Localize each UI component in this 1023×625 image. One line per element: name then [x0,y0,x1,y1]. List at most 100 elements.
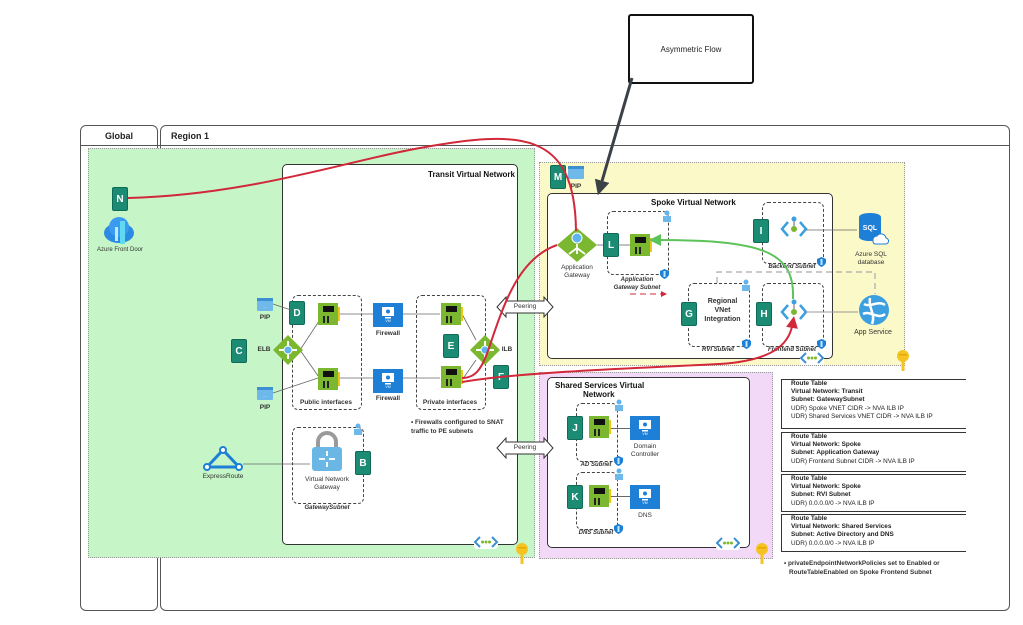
private-endpoint-icon-frontend[interactable] [780,299,808,325]
domain-controller-label-line2: Controller [630,451,660,458]
peering-label-top: Peering [513,303,537,310]
pip-label-bottom: PIP [259,404,271,411]
badge-m: M [550,165,566,189]
badge-i: I [753,219,769,243]
rt-vnet: Virtual Network: Spoke [791,441,861,449]
nsg-shield-icon-backend [817,257,826,267]
rt-udr: UDR) 0.0.0.0/0 -> NVA ILB IP [791,539,875,547]
nsg-shield-icon-dns [614,524,623,534]
vng-label-line2: Gateway [314,484,340,491]
badge-n: N [112,187,128,211]
badge-c: C [231,339,247,363]
badge-d: D [289,301,305,325]
rvi-text-line2: VNet [714,307,731,314]
rt-vnet: Virtual Network: Shared Services [791,523,892,531]
badge-h: H [756,302,772,326]
azure-sql-label-line1: Azure SQL [855,251,887,258]
vm-tag: VM [642,432,648,436]
domain-controller-vm-icon[interactable]: VM [630,416,660,440]
ilb-load-balancer-icon[interactable] [470,335,500,365]
nsg-shield-icon-frontend [817,339,826,349]
nic-icon-appgw [630,234,652,256]
virtual-network-icon-spoke [799,351,825,365]
rvi-text-line1: Regional [707,298,738,305]
peering-arrow-bottom [496,436,554,460]
rt-title: Route Table [791,515,828,522]
callout-text: Asymmetric Flow [660,44,722,54]
dns-vm-icon[interactable]: VM [630,485,660,509]
route-table-icon-dns [615,468,623,480]
policy-note: • privateEndpointNetworkPolicies set to … [784,560,984,577]
application-gateway-subnet-label-line1: Application [620,277,654,283]
route-table-spoke-rvi: Route Table Virtual Network: Spoke Subne… [781,474,966,512]
backend-subnet-label: Backend Subnet [768,264,816,270]
expressroute-icon[interactable] [203,446,243,471]
azure-sql-database-icon[interactable]: SQL [857,213,890,247]
private-interfaces-label: Private interfaces [422,399,478,406]
route-table-shared: Route Table Virtual Network: Shared Serv… [781,514,966,552]
app-service-label: App Service [854,329,892,336]
route-table-icon-gateway [354,423,362,435]
nic-icon-dns [589,485,611,507]
firewall-label-bottom: Firewall [375,395,401,402]
firewall-vm-icon-bottom[interactable]: VM [373,369,403,393]
dns-subnet-label: DNS Subnet [578,530,614,536]
badge-k: K [567,485,583,509]
firewall-label-top: Firewall [375,330,401,337]
route-table-icon-appgw [663,210,671,222]
public-interfaces-label: Public interfaces [299,399,353,406]
pip-icon-top: ... [257,298,273,311]
application-gateway-label-line2: Gateway [564,272,590,279]
rt-udr: UDR) 0.0.0.0/0 -> NVA ILB IP [791,499,875,507]
route-table-icon-ad [615,399,623,411]
nic-icon-private-top [441,303,463,325]
domain-controller-label-line1: Domain [633,443,657,450]
nsg-shield-icon-ad [614,456,623,466]
virtual-network-icon-shared [715,536,741,550]
pip-label-top: PIP [259,314,271,321]
firewall-vm-icon-top[interactable]: VM [373,303,403,327]
pip-label-spoke: PIP [570,183,582,190]
sql-glyph: SQL [863,225,878,232]
key-icon-spoke [897,350,909,371]
svg-text:...: ... [263,393,266,398]
application-gateway-icon[interactable] [557,228,597,262]
route-table-transit: Route Table Virtual Network: Transit Sub… [781,379,966,429]
dns-vm-label: DNS [638,512,652,519]
vm-tag: VM [385,385,391,389]
nic-icon-public-bottom [318,368,340,390]
gateway-subnet-label: GatewaySubnet [304,505,350,511]
key-icon-shared [756,543,768,564]
shared-vnet-title-line1: Shared Services Virtual [555,381,645,390]
rvi-subnet-label: RVI Subnet [701,347,734,353]
expressroute-label: ExpressRoute [202,473,244,480]
private-endpoint-icon-backend[interactable] [780,216,808,242]
rt-vnet: Virtual Network: Transit [791,388,863,396]
pip-icon-spoke [568,166,584,179]
app-service-icon[interactable] [858,294,890,326]
peering-label-bottom: Peering [513,444,537,451]
rt-subnet: Subnet: RVI Subnet [791,491,851,499]
rt-udr: UDR) Shared Services VNET CIDR -> NVA IL… [791,412,933,420]
policy-note-line2: RouteTableEnabled on Spoke Frontend Subn… [789,568,932,576]
tab-region-1[interactable]: Region 1 [171,131,210,141]
rt-title: Route Table [791,475,828,482]
badge-g: G [681,302,697,326]
virtual-network-gateway-icon[interactable] [309,431,345,472]
badge-e: E [443,334,459,358]
vm-tag: VM [642,501,648,505]
azure-sql-label-line2: database [857,259,885,266]
rt-subnet: Subnet: GatewaySubnet [791,396,865,404]
nic-icon-ad [589,416,611,438]
azure-front-door-icon[interactable] [102,215,136,245]
tab-global[interactable]: Global [105,131,134,141]
firewall-snat-note: • Firewalls configured to SNAT traffic t… [411,419,504,435]
elb-load-balancer-icon[interactable] [273,335,303,365]
shared-vnet-title-line2: Network [583,390,615,399]
rt-vnet: Virtual Network: Spoke [791,483,861,491]
rvi-text-line3: Integration [704,316,741,323]
route-table-spoke-appgw: Route Table Virtual Network: Spoke Subne… [781,432,966,472]
nic-icon-private-bottom [441,366,463,388]
badge-b: B [355,451,371,475]
